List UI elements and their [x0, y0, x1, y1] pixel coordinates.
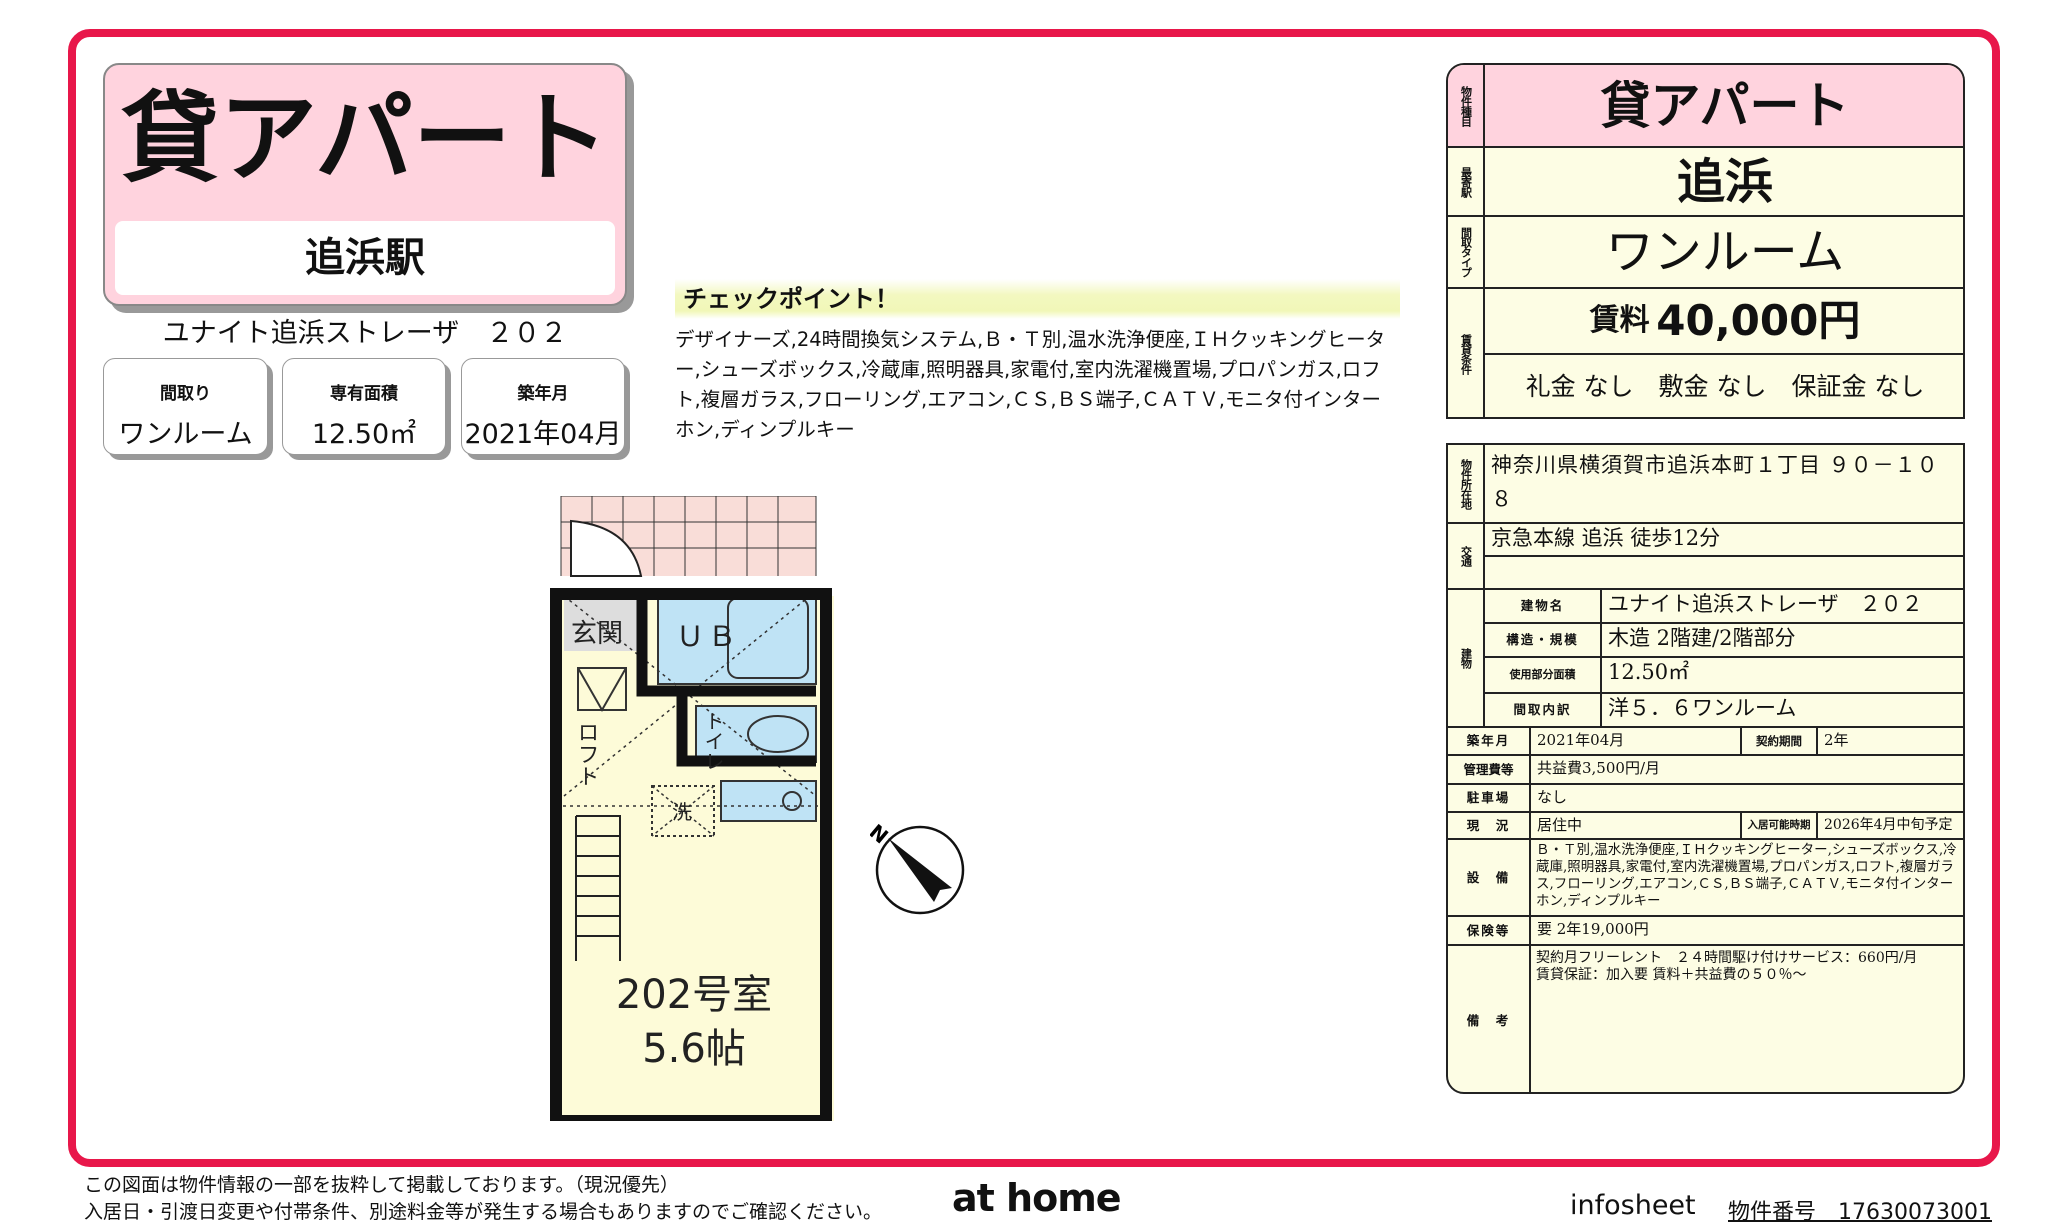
type-label: 物件種目 — [1448, 65, 1485, 148]
toilet-label: トイレ — [701, 711, 725, 771]
building-row-value: 洋５．６ワンルーム — [1602, 694, 1963, 728]
rent-row: 賃料 40,000円 — [1485, 289, 1963, 355]
status-label: 現 況 — [1448, 813, 1531, 840]
summary-layout: 間取り ワンルーム — [103, 358, 268, 455]
property-type-title: 貸アパート — [120, 82, 610, 196]
room-size: 5.6帖 — [642, 1026, 746, 1072]
notes-line: 賃貸保証：加入要 賃料＋共益費の５０％～ — [1536, 967, 1807, 983]
summary-value: 2021年04月 — [464, 419, 622, 450]
floor-plan: 玄関 ＵＢ トイレ ロフト 洗 202号室 5.6帖 — [550, 496, 834, 1121]
infosheet-label: infosheet — [1570, 1190, 1696, 1221]
balcony-tiles — [560, 496, 817, 577]
property-type-card: 追浜駅 貸アパート — [103, 63, 627, 306]
compass-icon: N — [870, 820, 965, 915]
washer-label: 洗 — [672, 800, 692, 824]
insurance-value: 要 2年19,000円 — [1531, 917, 1963, 946]
built-value: 2021年04月 — [1531, 728, 1742, 756]
property-number: 物件番号 17630073001 — [1728, 1200, 1992, 1225]
address-value: 神奈川県横須賀市追浜本町１丁目 ９０－１０８ — [1485, 445, 1963, 524]
building-row-label: 間取内訳 — [1485, 694, 1602, 728]
term-label: 契約期間 — [1742, 728, 1818, 756]
summary-label: 間取り — [160, 384, 211, 404]
checkpoint-text: デザイナーズ,24時間換気システム,Ｂ・Ｔ別,温水洗浄便座,ＩＨクッキングヒータ… — [675, 328, 1386, 441]
unit-bath — [657, 590, 817, 685]
footer-notes: この図面は物件情報の一部を抜粋して掲載しております。（現況優先） 入居日・引渡日… — [84, 1172, 882, 1226]
layout-label: 間取タイプ — [1448, 217, 1485, 289]
summary-value: ワンルーム — [118, 419, 253, 450]
bath-label: ＵＢ — [676, 620, 740, 653]
property-detail-table: 物件所在地 神奈川県横須賀市追浜本町１丁目 ９０－１０８ 交通 京急本線 追浜 … — [1446, 443, 1965, 1094]
parking-label: 駐車場 — [1448, 785, 1531, 813]
entrance-label: 玄関 — [571, 619, 623, 649]
building-label: 建物 — [1448, 590, 1485, 728]
terms-label: 賃貸条件 — [1448, 289, 1485, 417]
building-row-label: 使用部分面積 — [1485, 658, 1602, 694]
summary-label: 築年月 — [517, 384, 569, 404]
term-value: 2年 — [1818, 728, 1963, 756]
entrance-area — [564, 596, 644, 651]
transport-label: 交通 — [1448, 524, 1485, 590]
footer-note: この図面は物件情報の一部を抜粋して掲載しております。（現況優先） — [84, 1174, 679, 1196]
mgmt-label: 管理費等 — [1448, 756, 1531, 785]
summary-label: 専有面積 — [330, 384, 398, 404]
station-label: 追浜駅 — [115, 221, 615, 295]
summary-area: 専有面積 12.50㎡ — [282, 358, 446, 455]
summary-value: 12.50㎡ — [311, 419, 417, 450]
rent-value: 40,000円 — [1656, 296, 1861, 345]
equipment-value: Ｂ・Ｔ別,温水洗浄便座,ＩＨクッキングヒーター,シューズボックス,冷蔵庫,照明器… — [1531, 840, 1963, 917]
footer-note: 入居日・引渡日変更や付帯条件、別途料金等が発生する場合もありますのでご確認くださ… — [84, 1201, 883, 1223]
station-value: 追浜 — [1485, 148, 1963, 217]
summary-built: 築年月 2021年04月 — [461, 358, 625, 455]
notes-value: 契約月フリーレント ２４時間駆け付けサービス：660円/月 賃貸保証：加入要 賃… — [1531, 946, 1963, 1092]
movein-label: 入居可能時期 — [1742, 813, 1818, 840]
notes-label: 備 考 — [1448, 946, 1531, 1092]
deposit-row: 礼金 なし 敷金 なし 保証金 なし — [1485, 355, 1963, 417]
movein-value: 2026年4月中旬予定 — [1818, 813, 1963, 840]
building-row-label: 構造・規模 — [1485, 624, 1602, 658]
loft-ladder — [575, 815, 621, 961]
station-label: 最寄駅 — [1448, 148, 1485, 217]
insurance-label: 保険等 — [1448, 917, 1531, 946]
address-label: 物件所在地 — [1448, 445, 1485, 524]
mgmt-value: 共益費3,500円/月 — [1531, 756, 1963, 785]
loft-label: ロフト — [574, 721, 599, 787]
info-summary-box: 物件種目 貸アパート 最寄駅 追浜 間取タイプ ワンルーム 賃貸条件 賃料 40… — [1446, 63, 1965, 419]
room-number: 202号室 — [616, 972, 772, 1018]
parking-value: なし — [1531, 785, 1963, 813]
washer-space — [651, 785, 715, 837]
notes-line: 契約月フリーレント ２４時間駆け付けサービス：660円/月 — [1536, 950, 1918, 966]
athome-logo: at home — [952, 1176, 1122, 1220]
type-value: 貸アパート — [1485, 65, 1963, 148]
checkpoint-heading: チェックポイント！ — [675, 279, 1400, 319]
building-row-value: 木造 2階建/2階部分 — [1602, 624, 1963, 658]
building-row-value: 12.50㎡ — [1602, 658, 1963, 694]
transport-value: 京急本線 追浜 徒歩12分 — [1485, 524, 1963, 557]
building-name: ユナイト追浜ストレーザ ２０２ — [162, 318, 568, 349]
status-value: 居住中 — [1531, 813, 1742, 840]
transport-value-2 — [1485, 557, 1963, 590]
page-frame — [68, 29, 2000, 1167]
rent-prefix: 賃料 — [1589, 303, 1650, 338]
building-row-label: 建物名 — [1485, 590, 1602, 624]
building-row-value: ユナイト追浜ストレーザ ２０２ — [1602, 590, 1963, 624]
layout-value: ワンルーム — [1485, 217, 1963, 289]
built-label: 築年月 — [1448, 728, 1531, 756]
equipment-label: 設 備 — [1448, 840, 1531, 917]
